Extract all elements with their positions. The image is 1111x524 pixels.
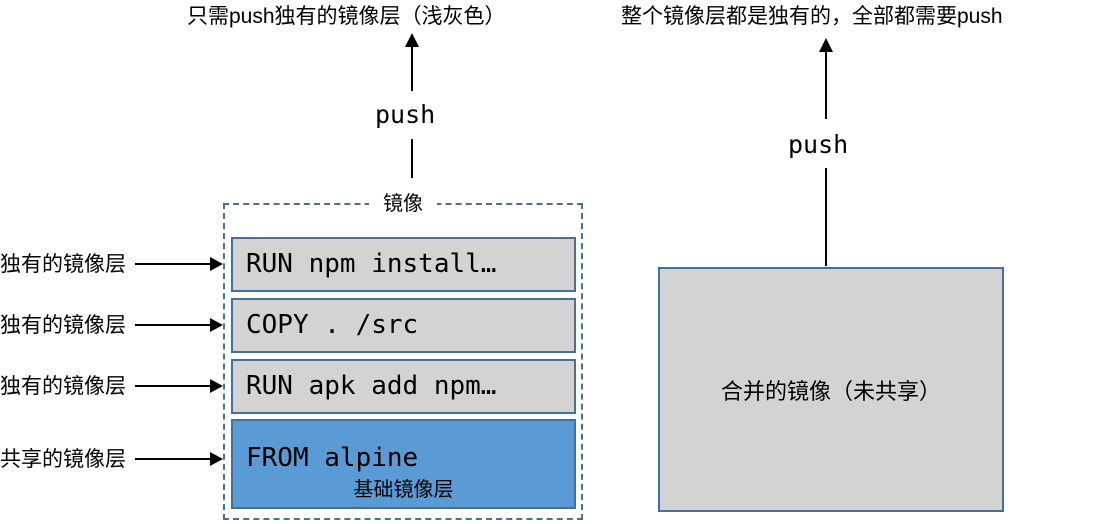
push-label-right: push	[788, 130, 849, 159]
pointer-line	[135, 324, 211, 326]
pointer-line	[135, 458, 211, 460]
arrow-right-icon	[210, 318, 223, 332]
side-label-unique-1: 独有的镜像层	[0, 253, 126, 276]
connector-line	[411, 139, 413, 178]
layer-run-apk-add: RUN apk add npm…	[231, 359, 576, 414]
layer-command: RUN npm install…	[246, 249, 497, 279]
layer-run-npm-install: RUN npm install…	[231, 237, 576, 292]
image-box: 镜像	[223, 192, 583, 520]
arrow-line	[825, 51, 827, 119]
layer-from-alpine: FROM alpine 基础镜像层	[231, 419, 576, 509]
arrow-right-icon	[210, 452, 223, 466]
arrow-up-icon	[819, 38, 833, 52]
caption-push-unique-layers: 只需push独有的镜像层（浅灰色）	[187, 5, 506, 28]
push-label-left: push	[375, 100, 436, 129]
side-label-shared: 共享的镜像层	[0, 448, 126, 471]
layer-command: RUN apk add npm…	[246, 371, 497, 401]
merged-image-label: 合并的镜像（未共享）	[720, 378, 941, 404]
merged-image-box: 合并的镜像（未共享）	[658, 267, 1004, 512]
arrow-right-icon	[210, 257, 223, 271]
pointer-line	[135, 263, 211, 265]
side-label-unique-3: 独有的镜像层	[0, 375, 126, 398]
connector-line	[825, 168, 827, 266]
pointer-line	[135, 385, 211, 387]
layer-command: FROM alpine	[246, 443, 419, 473]
arrow-line	[411, 46, 413, 91]
side-label-unique-2: 独有的镜像层	[0, 314, 126, 337]
arrow-up-icon	[405, 33, 419, 47]
layer-copy-src: COPY . /src	[231, 298, 576, 353]
caption-push-all-layers: 整个镜像层都是独有的，全部都需要push	[621, 5, 1003, 28]
image-box-title: 镜像	[369, 192, 437, 216]
base-layer-label: 基础镜像层	[353, 479, 454, 501]
layer-command: COPY . /src	[246, 310, 419, 340]
arrow-right-icon	[210, 379, 223, 393]
